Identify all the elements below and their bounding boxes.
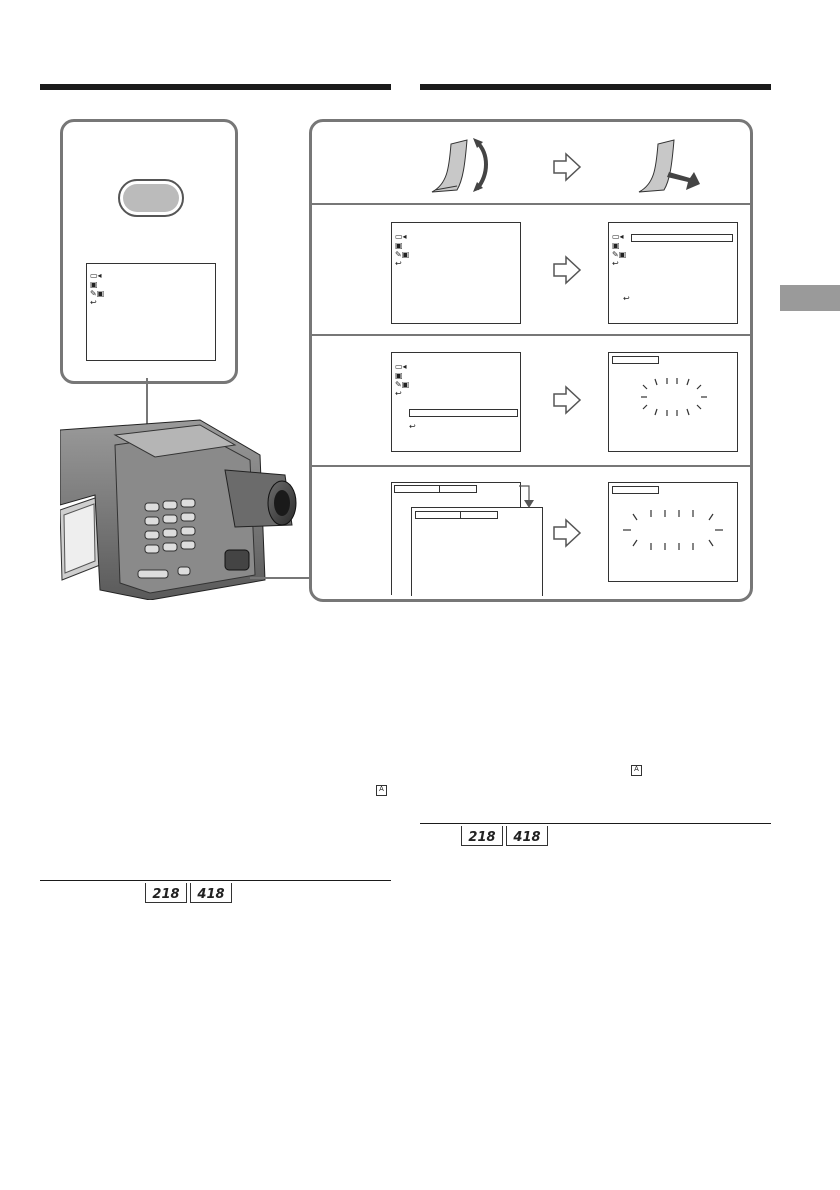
steps-panel: ▭◂ ▣ ✎▣ ↩ ▭◂ ▣ ✎▣ ↩ ↩ ▭◂ ▣ ✎▣ ↩ ↩	[309, 119, 753, 602]
tape-icon: ▣	[90, 280, 98, 289]
right-arrow-icon	[553, 518, 582, 548]
page-reference: 418	[506, 826, 548, 846]
camcorder-illustration	[60, 419, 297, 600]
section-side-tab	[780, 285, 840, 311]
step3-screen-before: ▭◂ ▣ ✎▣ ↩ ↩	[391, 352, 521, 452]
title-glyph-icon: A	[376, 785, 387, 796]
menu-button-panel: ▭◂ ▣ ✎▣ ↩	[60, 119, 238, 384]
camera-icon: ▭◂	[395, 232, 407, 241]
right-footnote-rule	[420, 823, 771, 824]
left-section-rule	[40, 84, 391, 90]
right-arrow-icon	[553, 152, 582, 182]
right-arrow-icon	[553, 255, 582, 285]
step2-screen-after: ▭◂ ▣ ✎▣ ↩ ↩	[608, 222, 738, 324]
setup-icon: ✎▣	[612, 250, 627, 259]
row-divider-2	[312, 334, 750, 336]
return-icon: ↩	[395, 259, 402, 268]
dial-turn-icon	[431, 138, 488, 193]
title-field-bar	[612, 486, 659, 494]
camera-icon: ▭◂	[612, 232, 624, 241]
title-field-bar	[612, 356, 659, 364]
row-divider-3	[312, 465, 750, 467]
title-field-bar	[394, 485, 440, 493]
selection-bar	[409, 409, 518, 417]
row-divider-1	[312, 203, 750, 205]
title-field-bar	[415, 511, 461, 519]
return-icon: ↩	[395, 389, 402, 398]
selection-bar	[631, 234, 733, 242]
step2-screen-before: ▭◂ ▣ ✎▣ ↩	[391, 222, 521, 324]
page-reference: 218	[461, 826, 503, 846]
step4-screen-after	[608, 482, 738, 582]
tape-icon: ▣	[612, 241, 620, 250]
dial-press-icon	[638, 139, 700, 193]
menu-screen-preview: ▭◂ ▣ ✎▣ ↩	[86, 263, 216, 361]
return-icon: ↩	[409, 422, 416, 431]
page-reference: 218	[145, 883, 187, 903]
left-footnote-rule	[40, 880, 391, 881]
down-arrow-icon	[519, 485, 534, 508]
right-arrow-icon	[553, 385, 582, 415]
menu-button[interactable]	[118, 179, 184, 217]
camera-icon: ▭◂	[90, 271, 102, 280]
setup-icon: ✎▣	[395, 380, 410, 389]
blinking-text-indicator	[623, 510, 723, 550]
setup-icon: ✎▣	[395, 250, 410, 259]
return-icon: ↩	[623, 294, 630, 303]
page-reference: 418	[190, 883, 232, 903]
dial-leader-line	[250, 577, 312, 579]
setup-icon: ✎▣	[90, 289, 105, 298]
title-glyph-icon: A	[631, 765, 642, 776]
return-icon: ↩	[90, 298, 97, 307]
blinking-text-indicator	[641, 378, 707, 416]
camera-icon: ▭◂	[395, 362, 407, 371]
tape-icon: ▣	[395, 371, 403, 380]
step4-screen-before	[391, 482, 543, 596]
step3-screen-after	[608, 352, 738, 452]
return-icon: ↩	[612, 259, 619, 268]
tape-icon: ▣	[395, 241, 403, 250]
title-field-bar	[439, 485, 477, 493]
title-field-bar	[460, 511, 498, 519]
title-sub-screen	[411, 507, 543, 596]
right-section-rule	[420, 84, 771, 90]
